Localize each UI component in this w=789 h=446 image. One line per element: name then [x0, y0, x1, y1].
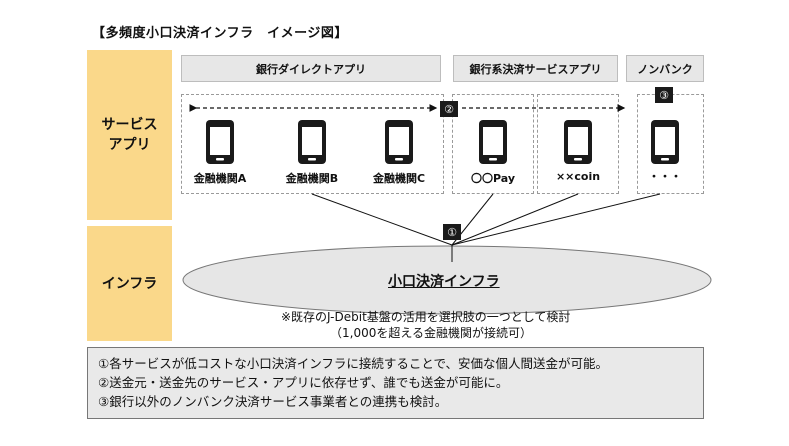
services-label-line1: サービス — [101, 117, 158, 133]
header-nonbank: ノンバンク — [626, 55, 704, 82]
app-label-coin: ××coin — [555, 170, 601, 183]
app-label-others: ・・・ — [648, 170, 682, 183]
connection-lines — [311, 193, 661, 246]
smartphone-icon — [645, 118, 685, 178]
header-bank-direct-apps: 銀行ダイレクトアプリ — [181, 55, 441, 82]
app-label-bank-b: 金融機関B — [285, 172, 339, 185]
note-line-2: （1,000を超える金融機関が接続可） — [330, 326, 532, 340]
connection-line-nonbank — [451, 193, 661, 246]
summary-box: ①各サービスが低コストな小口決済インフラに接続することで、安価な個人間送金が可能… — [87, 347, 704, 419]
app-label-pay: 〇〇Pay — [470, 172, 516, 185]
smartphone-icon — [292, 118, 332, 178]
infra-name: 小口決済インフラ — [388, 274, 500, 290]
header-bank-payment-apps: 銀行系決済サービスアプリ — [453, 55, 618, 82]
summary-line-3: ③銀行以外のノンバンク決済サービス事業者との連携も検討。 — [98, 394, 448, 409]
summary-line-1: ①各サービスが低コストな小口決済インフラに接続することで、安価な個人間送金が可能… — [98, 356, 608, 371]
badge-one: ① — [443, 224, 461, 240]
services-label-line2: アプリ — [108, 137, 151, 153]
smartphone-icon — [200, 118, 240, 178]
app-label-bank-c: 金融機関C — [372, 172, 426, 185]
note-line-1: ※既存のJ-Debit基盤の活用を選択肢の一つとして検討 — [281, 310, 571, 324]
summary-line-2: ②送金元・送金先のサービス・アプリに依存せず、誰でも送金が可能に。 — [98, 375, 509, 390]
connection-line-bank — [311, 193, 453, 246]
smartphone-icon — [558, 118, 598, 178]
badge-two: ② — [440, 101, 458, 117]
diagram-title: 【多頻度小口決済インフラ イメージ図】 — [92, 26, 348, 41]
smartphone-icon — [473, 118, 513, 178]
infra-ellipse — [182, 245, 712, 315]
badge-three: ③ — [655, 87, 673, 103]
connection-line-coin — [451, 193, 579, 246]
app-label-bank-a: 金融機関A — [193, 172, 247, 185]
services-apps-label: サービス アプリ — [87, 50, 172, 220]
smartphone-icon — [379, 118, 419, 178]
infra-side-label: インフラ — [87, 226, 172, 341]
